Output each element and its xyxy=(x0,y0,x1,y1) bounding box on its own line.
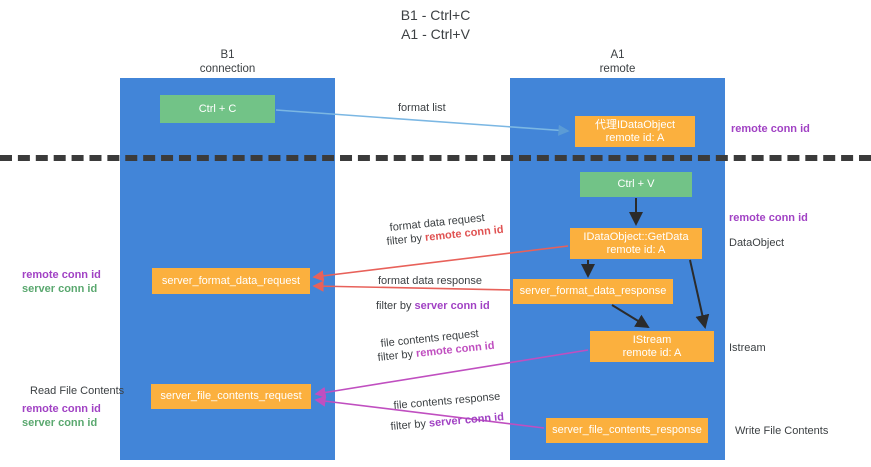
node-ctrl-v[interactable]: Ctrl + V xyxy=(580,172,692,197)
column-header-a1: A1 remote xyxy=(599,49,636,75)
edge-label-format-list: format list xyxy=(398,102,446,114)
node-ctrl-c-label: Ctrl + C xyxy=(198,102,237,115)
column-header-b1: B1 connection xyxy=(199,49,256,75)
edge-getdata-istream xyxy=(689,259,710,329)
node-server-format-data-response[interactable]: server_format_data_response xyxy=(513,279,673,304)
annotation-dataobject: DataObject xyxy=(729,237,785,249)
annotation-remote-conn-id-top: remote conn id xyxy=(731,123,810,135)
edge-file-contents-response xyxy=(314,395,545,429)
annotation-left-conn-ids-1: remote conn id server conn id xyxy=(22,268,101,296)
annotation-remote-conn-id-mid: remote conn id xyxy=(729,212,808,224)
edge-format-data-response xyxy=(312,280,512,292)
edge-format-list xyxy=(275,109,570,136)
node-server-format-data-response-label: server_format_data_response xyxy=(519,285,667,297)
phase-divider xyxy=(0,155,871,161)
node-ctrl-v-label: Ctrl + V xyxy=(617,178,655,190)
annotation-istream: Istream xyxy=(729,342,766,354)
filter-prefix: filter by xyxy=(377,347,417,364)
node-idataobject-line2: remote id: A xyxy=(605,131,665,144)
annotation-read-file-contents: Read File Contents xyxy=(30,385,125,397)
node-server-format-data-request[interactable]: server_format_data_request xyxy=(152,268,310,294)
node-server-format-data-request-label: server_format_data_request xyxy=(161,274,301,287)
node-getdata-line1: IDataObject::GetData xyxy=(583,230,689,243)
filter-prefix: filter by xyxy=(376,300,415,312)
node-server-file-contents-request-label: server_file_contents_request xyxy=(160,390,302,402)
node-istream-line1: IStream xyxy=(632,333,672,346)
node-ctrl-c[interactable]: Ctrl + C xyxy=(160,95,275,123)
node-getdata-line2: remote id: A xyxy=(606,243,666,256)
edge-response-istream xyxy=(611,304,650,329)
filter-prefix: filter by xyxy=(390,417,430,433)
edge-label-format-data-response: format data response xyxy=(378,275,482,287)
annotation-remote-conn-id-1: remote conn id xyxy=(22,269,101,281)
filter-prefix: filter by xyxy=(386,231,426,248)
annotation-server-conn-id-2: server conn id xyxy=(22,417,98,429)
node-server-file-contents-response[interactable]: server_file_contents_response xyxy=(546,418,708,443)
edge-format-data-request xyxy=(312,245,569,282)
node-istream[interactable]: IStream remote id: A xyxy=(590,331,714,362)
filter-key-server-conn-id: server conn id xyxy=(414,300,490,312)
node-getdata[interactable]: IDataObject::GetData remote id: A xyxy=(570,228,702,259)
annotation-left-conn-ids-2: remote conn id server conn id xyxy=(22,402,101,430)
edge-file-contents-request xyxy=(314,349,589,398)
annotation-remote-conn-id-2: remote conn id xyxy=(22,403,101,415)
annotation-server-conn-id-1: server conn id xyxy=(22,283,98,295)
node-istream-line2: remote id: A xyxy=(622,346,682,359)
node-idataobject[interactable]: 代理IDataObject remote id: A xyxy=(575,116,695,147)
node-server-file-contents-response-label: server_file_contents_response xyxy=(552,424,702,436)
edge-label-format-data-response-filter: filter by server conn id xyxy=(376,299,490,313)
node-idataobject-line1: 代理IDataObject xyxy=(594,118,676,131)
diagram-title: B1 - Ctrl+C A1 - Ctrl+V xyxy=(400,7,471,42)
node-server-file-contents-request[interactable]: server_file_contents_request xyxy=(151,384,311,409)
annotation-write-file-contents: Write File Contents xyxy=(735,425,829,437)
